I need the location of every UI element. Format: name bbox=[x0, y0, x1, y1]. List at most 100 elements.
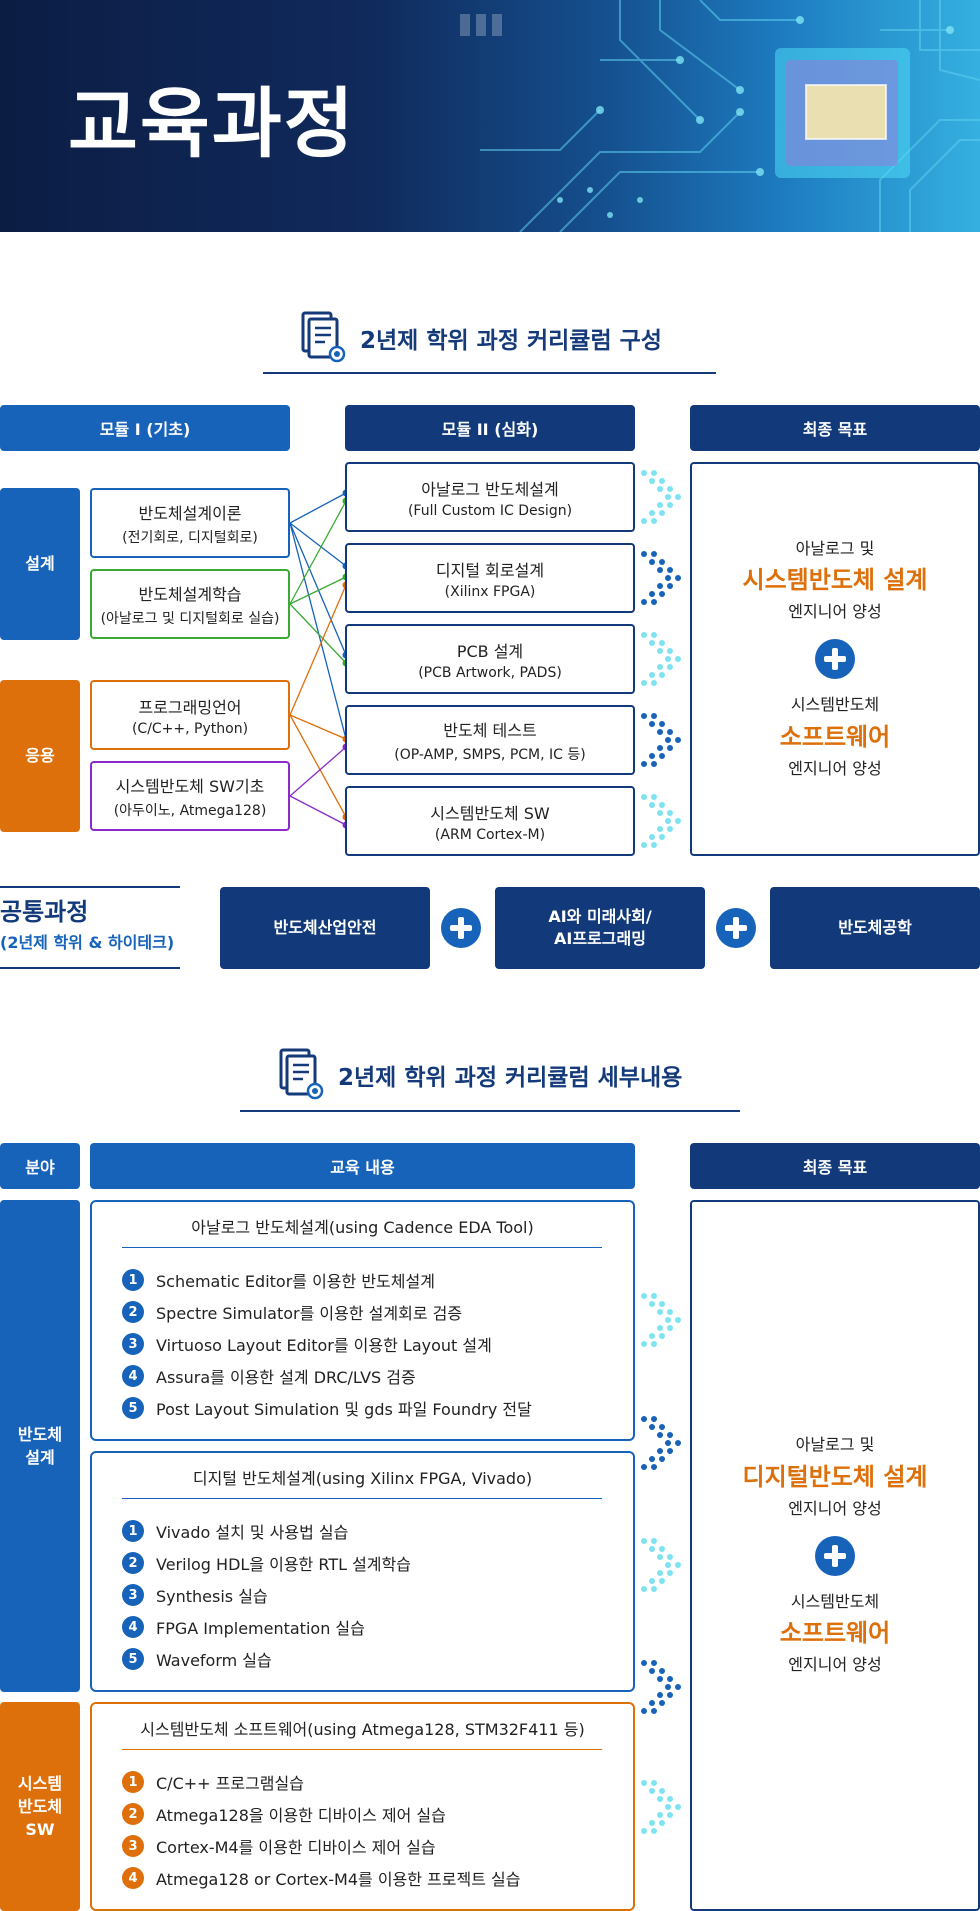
goal-highlight: 소프트웨어 bbox=[779, 1619, 891, 1648]
detail-box-title: 디지털 반도체설계(using Xilinx FPGA, Vivado) bbox=[192, 1469, 533, 1488]
number-badge-icon: 3 bbox=[122, 1835, 144, 1857]
box-subtitle: (전기회로, 디지털회로) bbox=[122, 529, 258, 546]
goal-highlight: 소프트웨어 bbox=[779, 722, 891, 751]
module2-box-test: 반도체 테스트 (OP-AMP, SMPS, PCM, IC 등) bbox=[345, 705, 635, 775]
goal-text: 아날로그 및 bbox=[795, 1435, 875, 1455]
chevron-arrows-icon bbox=[641, 551, 681, 605]
section1-title: 2년제 학위 과정 커리큘럼 구성 bbox=[300, 310, 662, 366]
module1-box-programming: 프로그래밍언어 (C/C++, Python) bbox=[90, 680, 290, 750]
common-item-engineering: 반도체공학 bbox=[770, 887, 980, 969]
list-item: 4 Assura를 이용한 설계 DRC/LVS 검증 bbox=[122, 1360, 532, 1392]
list-item-text: Vivado 설치 및 사용법 실습 bbox=[156, 1523, 349, 1542]
page-title: 교육과정 bbox=[68, 79, 356, 168]
box-subtitle: (Xilinx FPGA) bbox=[444, 583, 536, 600]
chevron-arrows-icon bbox=[641, 713, 681, 767]
box-title: PCB 설계 bbox=[456, 641, 524, 661]
number-badge-icon: 2 bbox=[122, 1552, 144, 1574]
list-item-text: Spectre Simulator를 이용한 설계회로 검증 bbox=[156, 1304, 463, 1323]
document-certificate-icon bbox=[279, 1048, 324, 1100]
list-item-text: Synthesis 실습 bbox=[156, 1587, 268, 1606]
section2-underline bbox=[240, 1110, 740, 1112]
number-badge-icon: 4 bbox=[122, 1365, 144, 1387]
chevron-arrows-icon bbox=[641, 1780, 681, 1834]
module2-box-pcb: PCB 설계 (PCB Artwork, PADS) bbox=[345, 624, 635, 694]
box-subtitle: (Full Custom IC Design) bbox=[407, 502, 573, 519]
side-label-system-sw: 시스템 반도체 SW bbox=[0, 1702, 80, 1911]
chevron-arrows-icon bbox=[641, 632, 681, 686]
detail-box-title: 아날로그 반도체설계(using Cadence EDA Tool) bbox=[191, 1218, 534, 1237]
number-badge-icon: 2 bbox=[122, 1803, 144, 1825]
goal-text: 엔지니어 양성 bbox=[788, 1498, 882, 1518]
document-certificate-icon bbox=[301, 311, 346, 363]
number-badge-icon: 4 bbox=[122, 1616, 144, 1638]
goal-panel-1: 아날로그 및 시스템반도체 설계 엔지니어 양성 시스템반도체 소프트웨어 엔지… bbox=[690, 462, 980, 856]
box-title: 아날로그 반도체설계 bbox=[421, 479, 559, 499]
module2-box-analog: 아날로그 반도체설계 (Full Custom IC Design) bbox=[345, 462, 635, 532]
list-item: 5 Waveform 실습 bbox=[122, 1643, 411, 1675]
module1-box-theory: 반도체설계이론 (전기회로, 디지털회로) bbox=[90, 488, 290, 558]
detail-list: 1 Vivado 설치 및 사용법 실습 2 Verilog HDL을 이용한 RT… bbox=[122, 1515, 411, 1675]
number-badge-icon: 4 bbox=[122, 1867, 144, 1889]
plus-icon bbox=[815, 639, 855, 679]
number-badge-icon: 5 bbox=[122, 1648, 144, 1670]
number-badge-icon: 3 bbox=[122, 1333, 144, 1355]
list-item-text: Virtuoso Layout Editor를 이용한 Layout 설계 bbox=[156, 1336, 492, 1355]
common-course-title: 공통과정 (2년제 학위 & 하이테크) bbox=[0, 892, 174, 953]
goal-panel-2: 아날로그 및 디지털반도체 설계 엔지니어 양성 시스템반도체 소프트웨어 엔지… bbox=[690, 1200, 980, 1911]
chevron-arrows-icon bbox=[641, 1293, 681, 1347]
section1-underline bbox=[263, 372, 716, 374]
detail-box-system-sw: 시스템반도체 소프트웨어(using Atmega128, STM32F411 … bbox=[90, 1702, 635, 1911]
plus-icon bbox=[441, 908, 481, 948]
list-item: 3 Virtuoso Layout Editor를 이용한 Layout 설계 bbox=[122, 1328, 532, 1360]
list-item-text: Waveform 실습 bbox=[156, 1651, 272, 1670]
detail-box-divider bbox=[122, 1247, 602, 1248]
plus-icon bbox=[815, 1535, 855, 1576]
common-item-safety: 반도체산업안전 bbox=[220, 887, 430, 969]
box-subtitle: (PCB Artwork, PADS) bbox=[418, 664, 562, 681]
box-title: 반도체 테스트 bbox=[443, 720, 537, 740]
list-item-text: Cortex-M4를 이용한 디바이스 제어 실습 bbox=[156, 1838, 436, 1857]
common-top-line bbox=[0, 886, 180, 888]
list-item-text: Assura를 이용한 설계 DRC/LVS 검증 bbox=[156, 1368, 416, 1387]
goal-header: 최종 목표 bbox=[690, 405, 980, 451]
detail-box-divider bbox=[122, 1749, 602, 1750]
box-title: 시스템반도체 SW bbox=[430, 803, 550, 823]
box-subtitle: (ARM Cortex-M) bbox=[434, 826, 546, 843]
box-subtitle: (C/C++, Python) bbox=[131, 720, 249, 737]
section2-title: 2년제 학위 과정 커리큘럼 세부내용 bbox=[278, 1047, 682, 1103]
section1-title-text: 2년제 학위 과정 커리큘럼 구성 bbox=[360, 328, 662, 354]
common-item-ai: AI와 미래사회/ AI프로그래밍 bbox=[495, 887, 705, 969]
goal-text: 엔지니어 양성 bbox=[788, 758, 882, 778]
section2-title-text: 2년제 학위 과정 커리큘럼 세부내용 bbox=[338, 1065, 683, 1091]
box-title: 반도체설계이론 bbox=[138, 503, 242, 523]
detail-box-title: 시스템반도체 소프트웨어(using Atmega128, STM32F411 … bbox=[140, 1720, 585, 1739]
goal-highlight: 디지털반도체 설계 bbox=[742, 1462, 928, 1491]
number-badge-icon: 1 bbox=[122, 1520, 144, 1542]
number-badge-icon: 5 bbox=[122, 1397, 144, 1419]
list-item-text: Schematic Editor를 이용한 반도체설계 bbox=[156, 1272, 435, 1291]
common-subtitle-text: (2년제 학위 & 하이테크) bbox=[0, 933, 175, 952]
box-title: 디지털 회로설계 bbox=[435, 560, 545, 580]
goal-text: 엔지니어 양성 bbox=[788, 602, 882, 622]
side-label-design: 설계 bbox=[0, 488, 80, 640]
module2-box-sw: 시스템반도체 SW (ARM Cortex-M) bbox=[345, 786, 635, 856]
goal-text: 엔지니어 양성 bbox=[788, 1655, 882, 1675]
goal-text: 시스템반도체 bbox=[790, 695, 880, 714]
goal-text: 시스템반도체 bbox=[790, 1591, 880, 1611]
chevron-arrows-icon bbox=[641, 470, 681, 524]
list-item-text: C/C++ 프로그램실습 bbox=[156, 1774, 304, 1793]
module1-box-practice: 반도체설계학습 (아날로그 및 디지털회로 실습) bbox=[90, 569, 290, 639]
hero-banner: 교육과정 bbox=[0, 0, 980, 232]
goal-header-2: 최종 목표 bbox=[690, 1143, 980, 1189]
list-item-text: Verilog HDL을 이용한 RTL 설계학습 bbox=[156, 1555, 411, 1574]
circuit-board-graphic bbox=[460, 0, 980, 232]
goal-highlight: 시스템반도체 설계 bbox=[742, 566, 928, 595]
